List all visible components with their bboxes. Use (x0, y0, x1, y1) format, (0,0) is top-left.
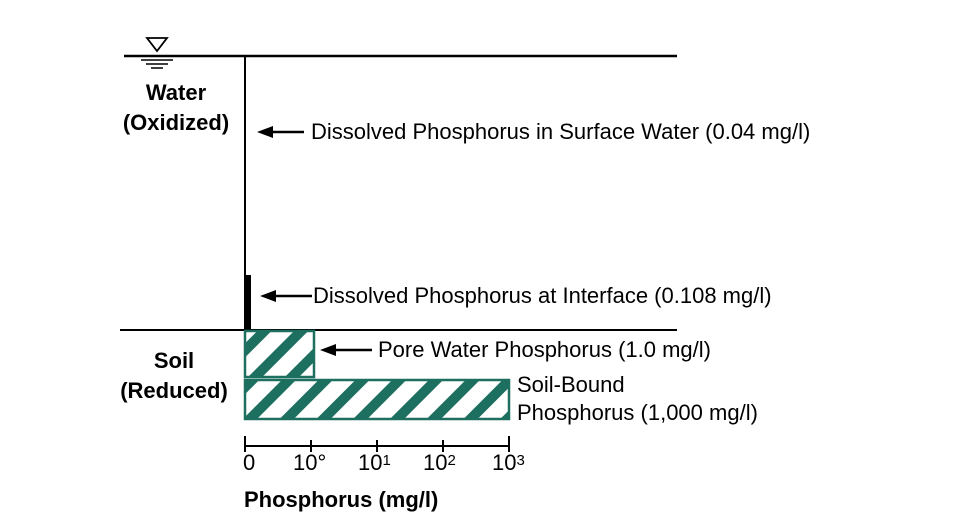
water-zone-title: Water (145, 80, 207, 105)
soil-zone-subtitle: (Reduced) (120, 378, 228, 403)
soil-zone-title: Soil (153, 348, 195, 373)
soil-bound-callout-line2: Phosphorus (1,000 mg/l) (517, 400, 758, 425)
tick-label: 101 (358, 450, 391, 475)
interface-arrow (260, 290, 312, 302)
tick-label: 10° (293, 450, 327, 475)
axis-title: Phosphorus (mg/l) (244, 487, 439, 512)
tick-label: 0 (243, 450, 256, 475)
surface-water-callout: Dissolved Phosphorus in Surface Water (0… (311, 119, 811, 144)
interface-phosphorus-bar (244, 275, 251, 331)
water-zone-subtitle: (Oxidized) (122, 110, 230, 135)
soil-bound-callout: Soil-Bound Phosphorus (1,000 mg/l) (517, 371, 758, 427)
surface-water-arrow (257, 126, 304, 138)
soil-bound-phosphorus-bar (243, 378, 511, 421)
pore-water-arrow (320, 344, 372, 356)
phosphorus-axis (244, 436, 510, 452)
tick-label: 103 (492, 450, 525, 475)
soil-bound-callout-line1: Soil-Bound (517, 372, 625, 397)
pore-water-callout: Pore Water Phosphorus (1.0 mg/l) (378, 337, 711, 362)
tick-label: 102 (423, 450, 456, 475)
interface-callout: Dissolved Phosphorus at Interface (0.108… (313, 283, 772, 308)
pore-water-phosphorus-bar (243, 329, 316, 379)
water-zone-label: Water (Oxidized) (110, 78, 242, 138)
water-level-triangle-icon (141, 37, 173, 69)
soil-zone-label: Soil (Reduced) (108, 346, 240, 406)
